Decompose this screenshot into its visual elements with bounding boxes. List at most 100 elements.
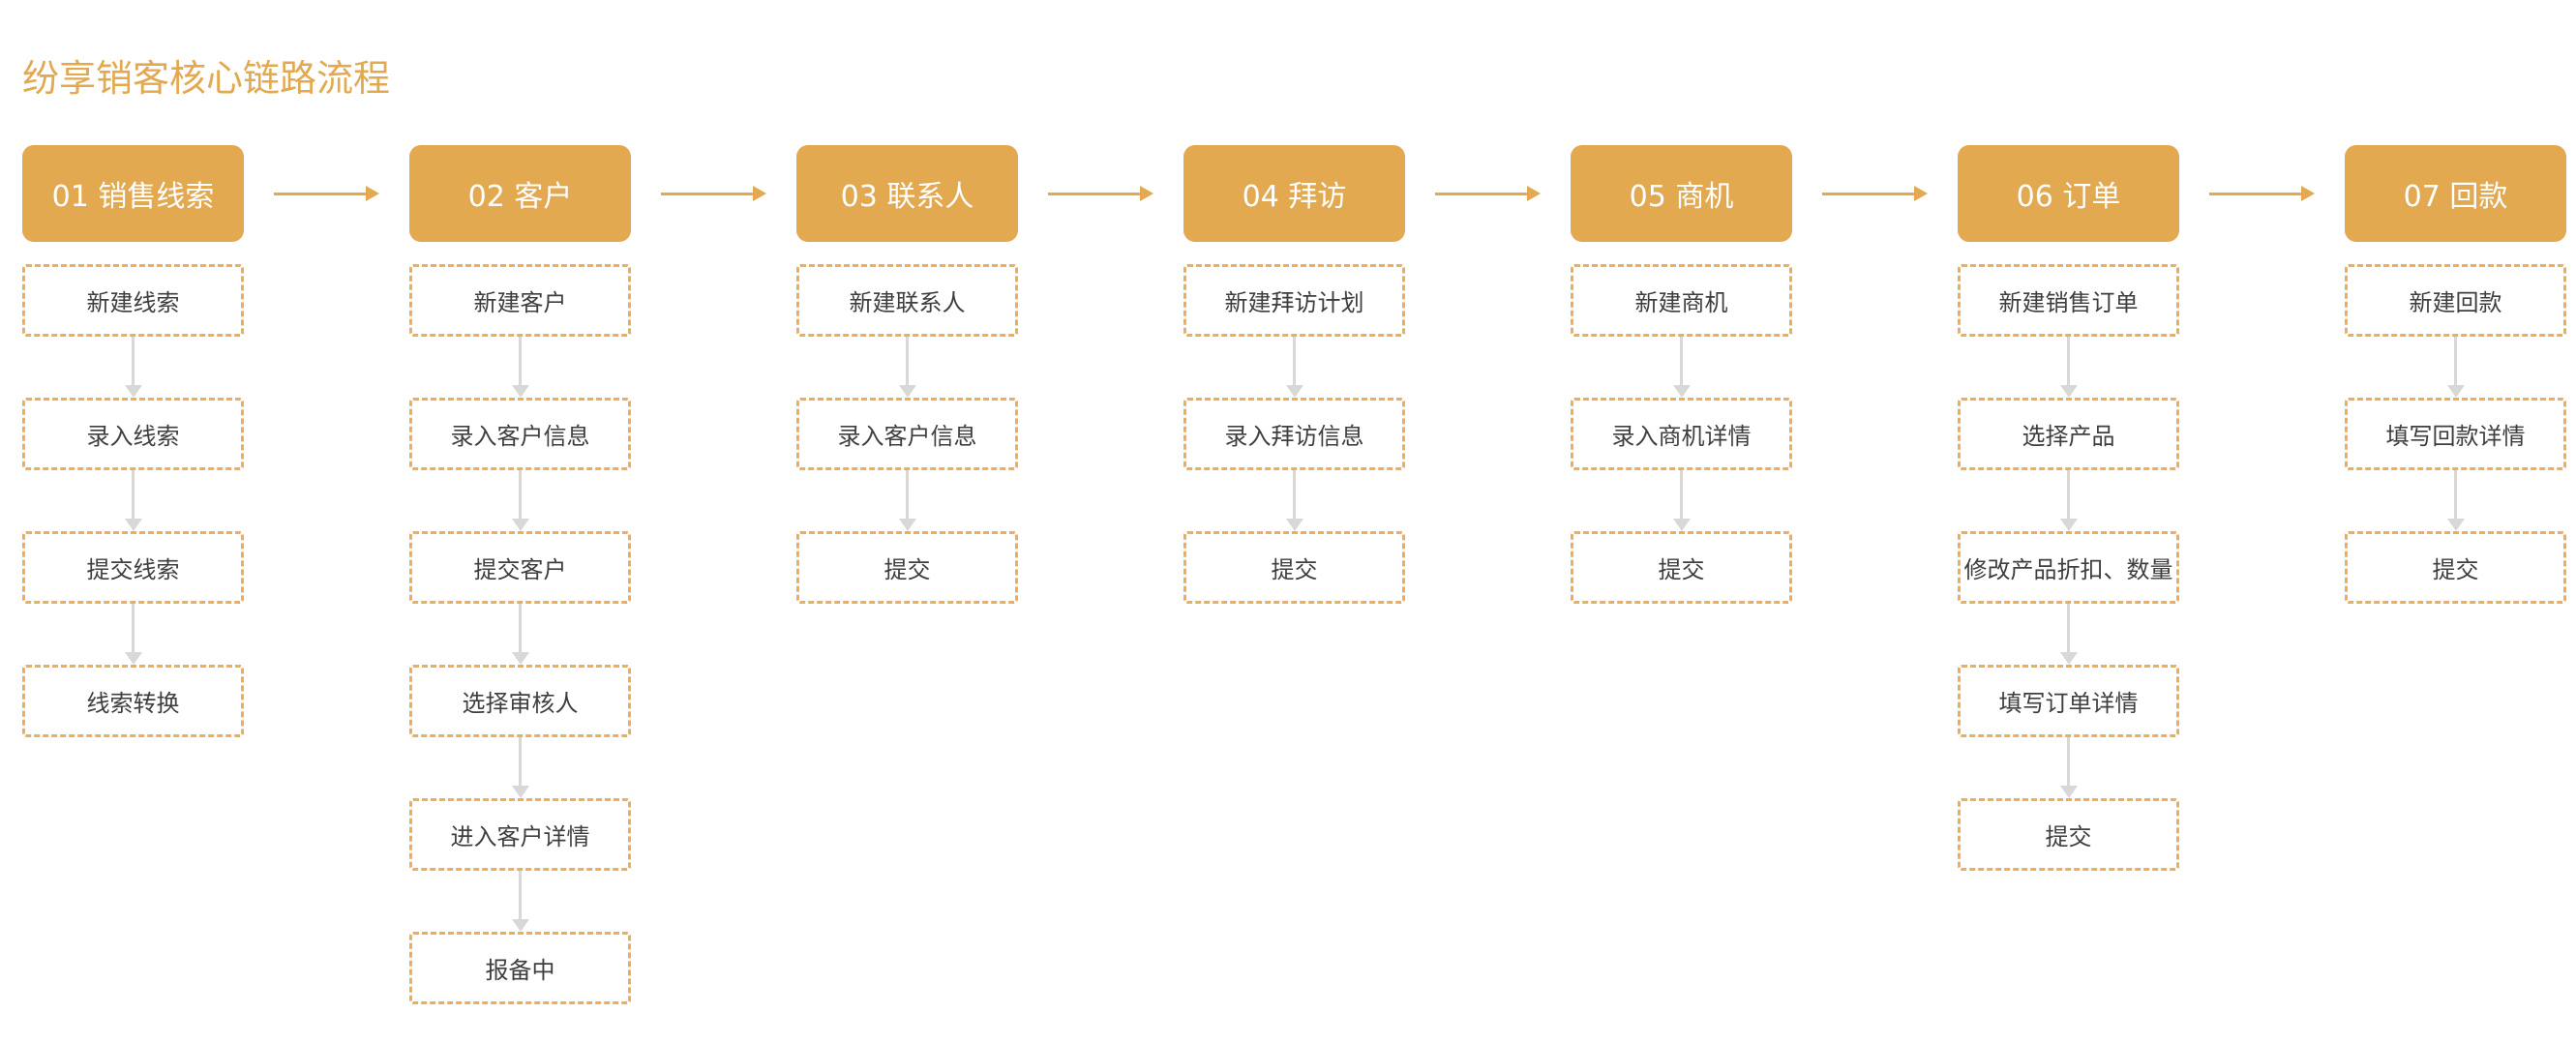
step-box: 报备中: [409, 932, 631, 1004]
arrow-line: [519, 871, 522, 919]
step-label: 录入客户信息: [837, 423, 977, 450]
arrow-head: [898, 385, 916, 398]
flow-column-03: 03 联系人 新建联系人 录入客户信息 提交: [796, 145, 1153, 1004]
step-label: 新建回款: [2409, 289, 2502, 316]
arrow-line: [519, 737, 522, 786]
step-box: 提交: [1958, 798, 2179, 871]
arrow-head: [366, 186, 379, 201]
stage-header: 06 订单: [1958, 145, 2179, 242]
down-arrow-icon: [22, 470, 244, 531]
down-arrow-icon: [796, 470, 1018, 531]
arrow-head: [2446, 519, 2465, 531]
step-box: 新建客户: [409, 264, 631, 337]
arrow-head: [511, 652, 529, 665]
step-label: 报备中: [485, 957, 555, 984]
step-label: 提交: [2045, 823, 2092, 850]
stage-header-label: 01 销售线索: [51, 180, 215, 214]
arrow-head: [511, 385, 529, 398]
step-box: 录入商机详情: [1571, 398, 1792, 470]
step-label: 线索转换: [86, 690, 180, 717]
arrow-head: [2446, 385, 2465, 398]
step-label: 填写订单详情: [1998, 690, 2139, 717]
arrow-line: [2067, 470, 2070, 519]
next-stage-arrow-icon: [1018, 186, 1183, 201]
step-label: 提交: [2432, 556, 2479, 583]
step-box: 提交: [796, 531, 1018, 604]
step-box: 录入拜访信息: [1183, 398, 1405, 470]
stage-header-label: 05 商机: [1629, 180, 1734, 214]
step-label: 进入客户详情: [450, 823, 590, 850]
arrow-head: [898, 519, 916, 531]
step-label: 录入线索: [86, 423, 180, 450]
step-box: 提交: [1183, 531, 1405, 604]
step-label: 新建商机: [1634, 289, 1728, 316]
arrow-line: [906, 337, 909, 385]
arrow-line: [2454, 470, 2457, 519]
arrow-head: [1140, 186, 1153, 201]
arrow-head: [753, 186, 766, 201]
step-box: 选择审核人: [409, 665, 631, 737]
arrow-head: [1914, 186, 1928, 201]
step-box: 录入客户信息: [796, 398, 1018, 470]
step-label: 录入商机详情: [1611, 423, 1752, 450]
stage-steps: 新建客户 录入客户信息 提交客户 选择审核人 进入客户详情 报备中: [409, 264, 631, 1004]
arrow-line: [2067, 737, 2070, 786]
step-box: 选择产品: [1958, 398, 2179, 470]
step-box: 填写回款详情: [2345, 398, 2566, 470]
arrow-head: [2059, 652, 2078, 665]
flow-column-04: 04 拜访 新建拜访计划 录入拜访信息 提交: [1183, 145, 1541, 1004]
arrow-line: [2454, 337, 2457, 385]
arrow-line: [1435, 192, 1527, 195]
step-box: 填写订单详情: [1958, 665, 2179, 737]
step-box: 录入客户信息: [409, 398, 631, 470]
step-box: 提交客户: [409, 531, 631, 604]
arrow-line: [132, 604, 135, 652]
next-stage-arrow-icon: [631, 186, 796, 201]
stage-steps: 新建联系人 录入客户信息 提交: [796, 264, 1018, 604]
arrow-line: [1680, 470, 1683, 519]
arrow-line: [1293, 470, 1296, 519]
arrow-line: [519, 470, 522, 519]
flow-columns: 01 销售线索 新建线索 录入线索 提交线索 线索转换 02 客户 新建客户: [22, 145, 2566, 1004]
step-label: 新建联系人: [849, 289, 966, 316]
arrow-head: [1672, 385, 1691, 398]
flow-column-05: 05 商机 新建商机 录入商机详情 提交: [1571, 145, 1928, 1004]
stage-header: 05 商机: [1571, 145, 1792, 242]
step-label: 录入拜访信息: [1224, 423, 1364, 450]
arrow-line: [519, 337, 522, 385]
step-box: 提交: [2345, 531, 2566, 604]
down-arrow-icon: [409, 737, 631, 798]
down-arrow-icon: [1183, 470, 1405, 531]
stage-header: 01 销售线索: [22, 145, 244, 242]
stage-steps: 新建线索 录入线索 提交线索 线索转换: [22, 264, 244, 737]
step-box: 修改产品折扣、数量: [1958, 531, 2179, 604]
down-arrow-icon: [409, 604, 631, 665]
down-arrow-icon: [2345, 470, 2566, 531]
down-arrow-icon: [1183, 337, 1405, 398]
arrow-line: [132, 337, 135, 385]
step-box: 进入客户详情: [409, 798, 631, 871]
step-label: 新建销售订单: [1998, 289, 2139, 316]
stage-steps: 新建商机 录入商机详情 提交: [1571, 264, 1792, 604]
arrow-head: [511, 519, 529, 531]
down-arrow-icon: [1958, 737, 2179, 798]
step-box: 新建联系人: [796, 264, 1018, 337]
step-label: 提交客户: [473, 556, 567, 583]
down-arrow-icon: [1958, 604, 2179, 665]
flow-column-02: 02 客户 新建客户 录入客户信息 提交客户 选择审核人 进入客户详情 报备中: [409, 145, 766, 1004]
step-label: 填写回款详情: [2385, 423, 2526, 450]
stage-header-label: 07 回款: [2403, 180, 2508, 214]
step-box: 新建线索: [22, 264, 244, 337]
page-title: 纷享销客核心链路流程: [22, 57, 391, 100]
arrow-head: [124, 385, 142, 398]
arrow-line: [2067, 604, 2070, 652]
arrow-line: [2209, 192, 2301, 195]
step-box: 新建销售订单: [1958, 264, 2179, 337]
arrow-head: [511, 786, 529, 798]
arrow-head: [1672, 519, 1691, 531]
arrow-head: [2059, 519, 2078, 531]
down-arrow-icon: [1958, 337, 2179, 398]
stage-steps: 新建拜访计划 录入拜访信息 提交: [1183, 264, 1405, 604]
down-arrow-icon: [796, 337, 1018, 398]
arrow-line: [661, 192, 753, 195]
